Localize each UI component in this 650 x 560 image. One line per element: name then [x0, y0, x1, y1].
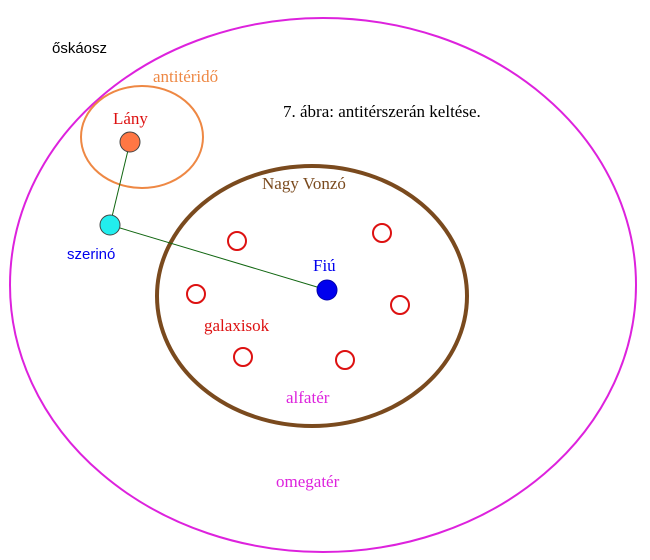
- oskaosz-label: őskáosz: [52, 40, 107, 57]
- galaxy-circle: [227, 231, 247, 251]
- lany-label: Lány: [113, 109, 148, 128]
- galaxy-circle: [186, 284, 206, 304]
- omegater-label: omegatér: [276, 472, 340, 491]
- antiterido-ellipse: [80, 85, 204, 189]
- szerino-label: szerinó: [67, 246, 115, 263]
- link-lany-szerino: [109, 141, 131, 226]
- nagy-vonzo-label: Nagy Vonzó: [262, 174, 346, 193]
- fiu-node: [316, 279, 338, 301]
- galaxy-circle: [390, 295, 410, 315]
- lany-node: [119, 131, 141, 153]
- omegater-ellipse: [9, 17, 637, 553]
- link-szerino-fiu: [109, 224, 328, 291]
- galaxy-circle: [233, 347, 253, 367]
- caption: 7. ábra: antitérszerán keltése.: [283, 102, 481, 121]
- alfater-label: alfatér: [286, 388, 330, 407]
- antiterido-label: antitéridő: [153, 67, 218, 86]
- galaxy-circle: [372, 223, 392, 243]
- szerino-node: [99, 214, 121, 236]
- nagy-vonzo-ellipse: [155, 164, 469, 428]
- galaxisok-label: galaxisok: [204, 316, 270, 335]
- galaxy-circle: [335, 350, 355, 370]
- fiu-label: Fiú: [313, 256, 336, 275]
